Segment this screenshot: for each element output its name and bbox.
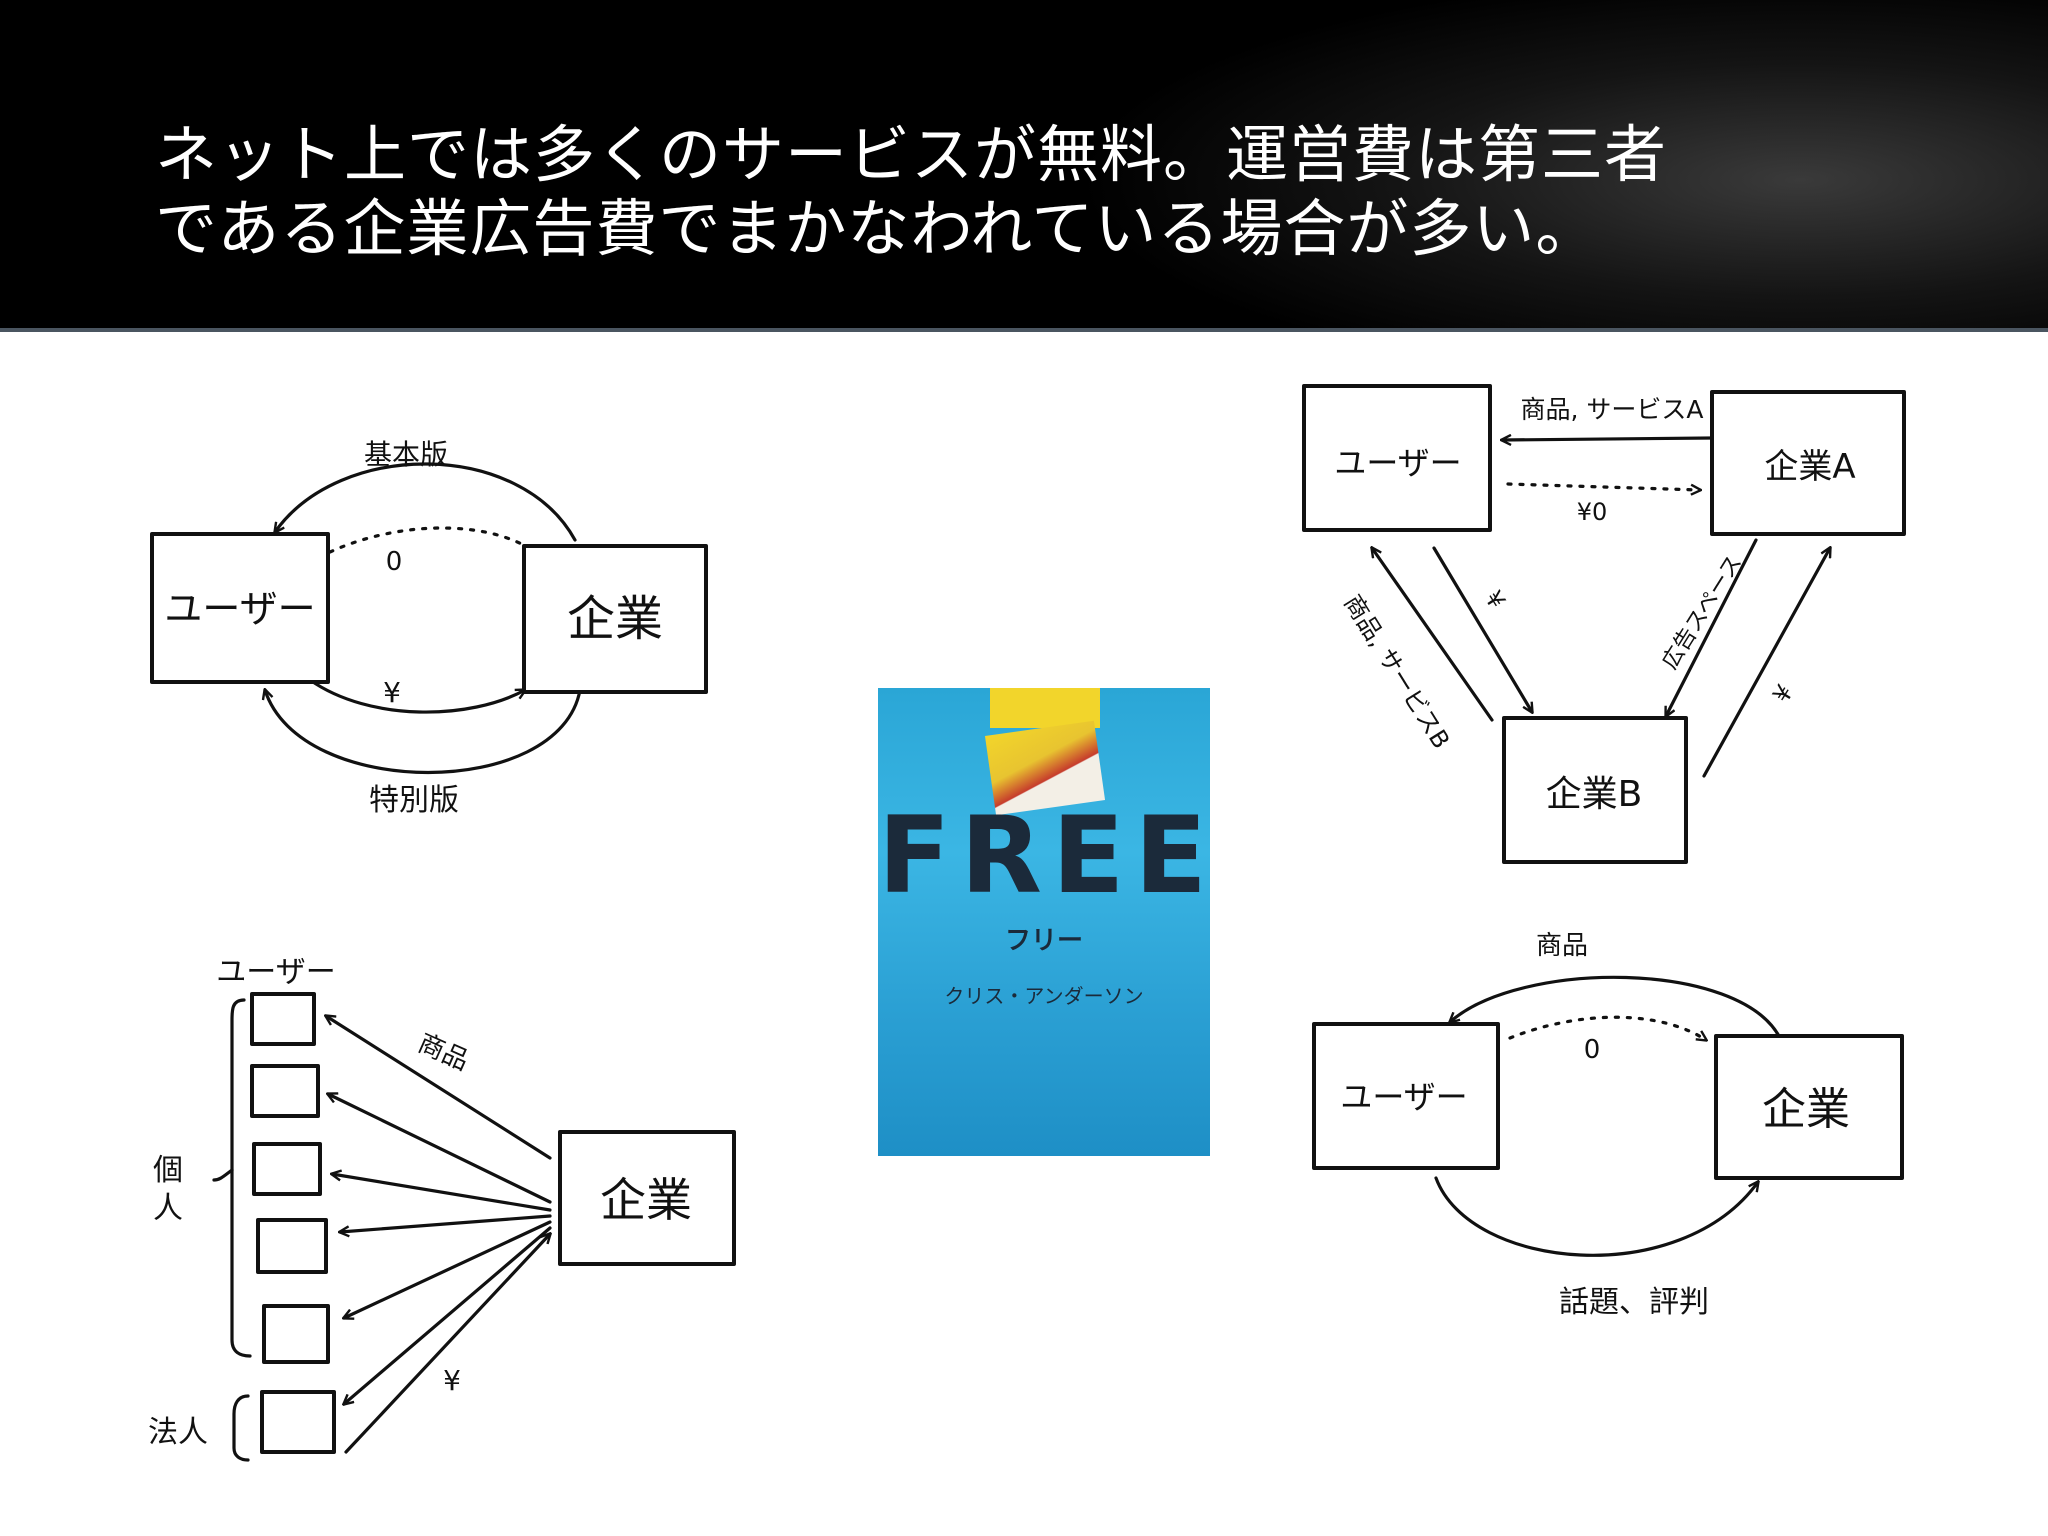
company-b-label: 企業B (1546, 774, 1643, 815)
diagram-three-party: ユーザー 企業A 企業B 商品, サービスA ¥0 商品, サービスB ¥ 広告… (1302, 384, 1906, 864)
user-box-buzz (1312, 1022, 1500, 1170)
slide-title-line-1: ネット上では多くのサービスが無料。運営費は第三者 (155, 118, 1668, 191)
product-service-a-label: 商品, サービスA (1521, 395, 1704, 424)
arrow-product-service-a (1502, 438, 1714, 440)
user-label: ユーザー (164, 587, 315, 631)
company-a-box (1710, 390, 1906, 536)
product-label: 商品 (413, 1028, 473, 1077)
book-author: クリス・アンダーソン (944, 984, 1144, 1008)
product-arrow (328, 1094, 552, 1204)
dotted-arrow-zero (1508, 1015, 1706, 1040)
book-title: FREE (878, 794, 1210, 917)
user-label-triangle: ユーザー (1334, 444, 1461, 482)
individual-user-box (256, 1218, 328, 1274)
product-arrow (340, 1214, 552, 1232)
yen-label-multi: ¥ (443, 1364, 461, 1397)
slide-header: ネット上では多くのサービスが無料。運営費は第三者 である企業広告費でまかなわれて… (0, 0, 2048, 332)
arrow-yen-to-company-a (1702, 548, 1830, 778)
zero-label: 0 (386, 547, 403, 577)
slide-title-line-2: である企業広告費でまかなわれている場合が多い。 (155, 192, 1599, 265)
arrow-yen-to-company-b (1432, 546, 1532, 712)
corporate-user-box (260, 1390, 336, 1454)
dotted-arrow-yen-zero (1506, 482, 1700, 490)
arrow-basic-version (275, 462, 577, 542)
arrow-premium-version (265, 690, 582, 774)
corporate-bracket (232, 1394, 250, 1462)
yen-arrow (344, 1234, 550, 1454)
company-label-buzz: 企業 (1762, 1084, 1850, 1135)
product-arrow (344, 1220, 552, 1318)
product-service-b-label: 商品, サービスB (1338, 590, 1455, 754)
zero-label-buzz: 0 (1584, 1035, 1601, 1065)
user-box-triangle (1302, 384, 1492, 532)
individual-user-box (252, 1142, 322, 1196)
diagram-basic-premium: ユーザー 企業 基本版 0 ¥ 特別版 (150, 438, 708, 818)
arrow-buzz-reputation (1434, 1176, 1758, 1257)
user-label-buzz: ユーザー (1340, 1078, 1467, 1116)
yen-label-right: ¥ (1767, 680, 1799, 708)
product-arrow (344, 1226, 552, 1404)
individual-bracket-tip (212, 1168, 234, 1182)
company-label-multi: 企業 (600, 1173, 692, 1227)
company-b-box (1502, 716, 1688, 864)
product-arrow (332, 1174, 552, 1212)
yen-label-left: ¥ (1479, 586, 1511, 614)
yen-zero-label: ¥0 (1577, 498, 1608, 526)
individual-bracket (230, 998, 252, 1358)
company-a-label: 企業A (1764, 447, 1855, 487)
diagram-one-to-many: ユーザー 個 人 法人 企業 商品 ¥ (148, 955, 736, 1462)
arrow-product (1450, 975, 1782, 1040)
free-book-cover: FREE フリー クリス・アンダーソン (878, 688, 1210, 1156)
individual-label-char-1: 個 (153, 1153, 183, 1188)
users-heading: ユーザー (216, 955, 335, 990)
individual-label-char-2: 人 (153, 1191, 183, 1226)
company-label: 企業 (567, 591, 663, 647)
yen-label: ¥ (383, 676, 401, 709)
slide-title: ネット上では多くのサービスが無料。運営費は第三者 である企業広告費でまかなわれて… (155, 118, 1955, 266)
buzz-reputation-label: 話題、評判 (1559, 1285, 1709, 1320)
company-box-buzz (1714, 1034, 1904, 1180)
dotted-line-zero (328, 526, 537, 554)
premium-version-label: 特別版 (369, 783, 459, 818)
corporate-label: 法人 (148, 1415, 208, 1450)
company-box-multi (558, 1130, 736, 1266)
diagram-buzz: ユーザー 企業 商品 0 話題、評判 (1312, 931, 1904, 1320)
individual-user-box (250, 992, 316, 1046)
individual-user-box (250, 1064, 320, 1118)
arrow-ad-space (1666, 538, 1758, 716)
arrow-yen (308, 678, 525, 714)
book-subtitle: フリー (1004, 926, 1083, 956)
product-arrow (326, 1016, 552, 1160)
arrow-product-service-b (1372, 548, 1494, 722)
ad-space-label: 広告スペース (1658, 551, 1748, 674)
product-label-buzz: 商品 (1536, 931, 1588, 961)
basic-version-label: 基本版 (364, 438, 448, 471)
company-box (522, 544, 708, 694)
user-box (150, 532, 330, 684)
individual-user-box (262, 1304, 330, 1364)
